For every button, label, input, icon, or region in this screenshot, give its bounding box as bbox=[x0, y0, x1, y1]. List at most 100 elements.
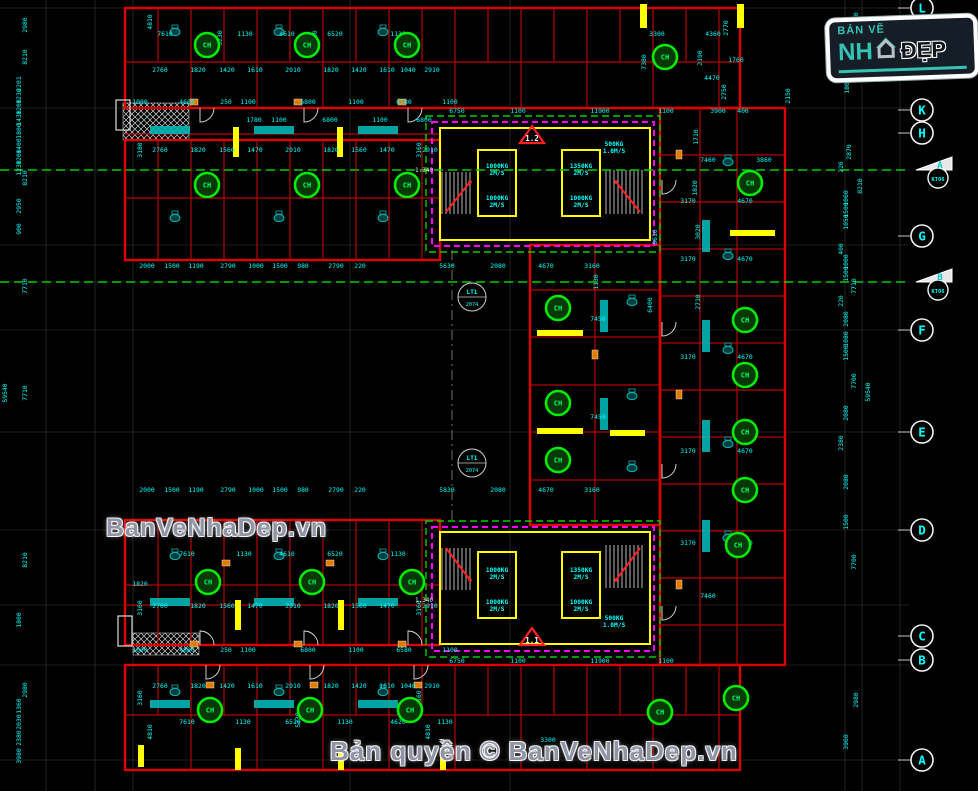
svg-text:3900: 3900 bbox=[710, 107, 726, 115]
svg-text:8610: 8610 bbox=[651, 229, 659, 245]
svg-text:1470: 1470 bbox=[247, 146, 263, 154]
svg-text:1100: 1100 bbox=[271, 116, 287, 124]
svg-text:1560: 1560 bbox=[351, 146, 367, 154]
grid-bubble-E: E bbox=[898, 420, 934, 444]
svg-text:2870: 2870 bbox=[845, 144, 853, 160]
svg-text:CH: CH bbox=[203, 42, 211, 50]
svg-text:2760: 2760 bbox=[152, 66, 168, 74]
svg-text:59540: 59540 bbox=[1, 383, 9, 402]
unit-circle: CH bbox=[396, 696, 424, 724]
svg-text:900: 900 bbox=[15, 223, 23, 235]
unit-circle: CH bbox=[544, 389, 572, 417]
svg-text:6520: 6520 bbox=[327, 550, 343, 558]
svg-text:1100: 1100 bbox=[372, 116, 388, 124]
svg-text:2790: 2790 bbox=[328, 262, 344, 270]
svg-text:CH: CH bbox=[661, 54, 669, 62]
svg-text:3160: 3160 bbox=[415, 142, 423, 158]
svg-text:4800: 4800 bbox=[179, 646, 195, 654]
svg-text:CH: CH bbox=[554, 457, 562, 465]
svg-text:2M/S: 2M/S bbox=[490, 170, 505, 177]
svg-text:2910: 2910 bbox=[285, 602, 301, 610]
svg-text:11900: 11900 bbox=[590, 107, 609, 115]
svg-text:3170: 3170 bbox=[680, 539, 696, 547]
svg-text:1200: 1200 bbox=[15, 99, 23, 115]
svg-text:2910: 2910 bbox=[285, 682, 301, 690]
svg-text:3300: 3300 bbox=[649, 30, 665, 38]
svg-text:CH: CH bbox=[734, 542, 742, 550]
svg-text:1100: 1100 bbox=[442, 98, 458, 106]
svg-text:1000: 1000 bbox=[132, 646, 148, 654]
svg-text:CH: CH bbox=[741, 317, 749, 325]
svg-text:1100: 1100 bbox=[510, 657, 526, 665]
svg-text:2910: 2910 bbox=[422, 146, 438, 154]
grid-bubble-G: G bbox=[898, 224, 934, 248]
unit-circle: CH bbox=[393, 31, 421, 59]
svg-text:6520: 6520 bbox=[285, 718, 301, 726]
grid-bubble-D: D bbox=[898, 518, 934, 542]
grid-bubble-A: A bbox=[898, 748, 934, 772]
svg-text:CH: CH bbox=[306, 707, 314, 715]
svg-text:1470: 1470 bbox=[379, 146, 395, 154]
svg-text:1820: 1820 bbox=[323, 602, 339, 610]
svg-text:1500: 1500 bbox=[272, 486, 288, 494]
svg-text:1350KG: 1350KG bbox=[570, 567, 593, 574]
unit-circle: CH bbox=[651, 43, 679, 71]
unit-circle: CH bbox=[722, 684, 750, 712]
svg-text:CH: CH bbox=[746, 180, 754, 188]
svg-text:8210: 8210 bbox=[21, 552, 29, 568]
svg-text:2950: 2950 bbox=[15, 198, 23, 214]
svg-text:2M/S: 2M/S bbox=[490, 606, 505, 613]
svg-text:1470: 1470 bbox=[379, 602, 395, 610]
svg-text:2M/S: 2M/S bbox=[574, 606, 589, 613]
svg-text:1100: 1100 bbox=[442, 646, 458, 654]
svg-text:1500: 1500 bbox=[272, 262, 288, 270]
svg-text:1130: 1130 bbox=[235, 718, 251, 726]
svg-text:2M/S: 2M/S bbox=[574, 574, 589, 581]
svg-text:1130: 1130 bbox=[237, 30, 253, 38]
svg-text:1000KG: 1000KG bbox=[486, 163, 509, 170]
svg-text:4600: 4600 bbox=[179, 98, 195, 106]
logo-nh-text: NH bbox=[837, 37, 874, 66]
svg-text:6580: 6580 bbox=[396, 98, 412, 106]
svg-text:1710: 1710 bbox=[692, 129, 700, 145]
svg-text:1820: 1820 bbox=[691, 180, 699, 196]
svg-text:7610: 7610 bbox=[179, 550, 195, 558]
svg-text:1000KG: 1000KG bbox=[570, 195, 593, 202]
svg-text:4670: 4670 bbox=[538, 486, 554, 494]
unit-circle: CH bbox=[544, 446, 572, 474]
svg-text:3180: 3180 bbox=[136, 142, 144, 158]
svg-text:1190: 1190 bbox=[188, 486, 204, 494]
svg-text:2910: 2910 bbox=[285, 66, 301, 74]
unit-circle: CH bbox=[646, 698, 674, 726]
svg-text:220: 220 bbox=[354, 262, 366, 270]
svg-text:1820: 1820 bbox=[323, 682, 339, 690]
svg-text:3160: 3160 bbox=[136, 690, 144, 706]
svg-text:4360: 4360 bbox=[705, 30, 721, 38]
svg-text:7710: 7710 bbox=[21, 385, 29, 401]
unit-circle: CH bbox=[731, 361, 759, 389]
svg-text:1610: 1610 bbox=[379, 682, 395, 690]
svg-text:5230: 5230 bbox=[294, 712, 302, 728]
svg-text:7380: 7380 bbox=[640, 54, 648, 70]
svg-text:4610: 4610 bbox=[279, 30, 295, 38]
svg-text:CH: CH bbox=[403, 42, 411, 50]
svg-text:1820: 1820 bbox=[323, 66, 339, 74]
svg-text:1350KG: 1350KG bbox=[570, 163, 593, 170]
svg-text:2080: 2080 bbox=[490, 486, 506, 494]
svg-text:2074: 2074 bbox=[466, 302, 479, 308]
banvenhadep-logo: BẢN VẼ NH ĐẸP bbox=[824, 13, 978, 83]
svg-text:CH: CH bbox=[741, 487, 749, 495]
unit-circle: CH bbox=[731, 418, 759, 446]
svg-text:2030: 2030 bbox=[15, 714, 23, 730]
walls bbox=[123, 6, 787, 772]
svg-text:LT1: LT1 bbox=[467, 289, 478, 296]
svg-text:1500: 1500 bbox=[842, 345, 850, 361]
svg-text:7450: 7450 bbox=[590, 413, 606, 421]
svg-text:7700: 7700 bbox=[850, 373, 858, 389]
svg-text:1230: 1230 bbox=[15, 160, 23, 176]
svg-text:1000KG: 1000KG bbox=[570, 599, 593, 606]
